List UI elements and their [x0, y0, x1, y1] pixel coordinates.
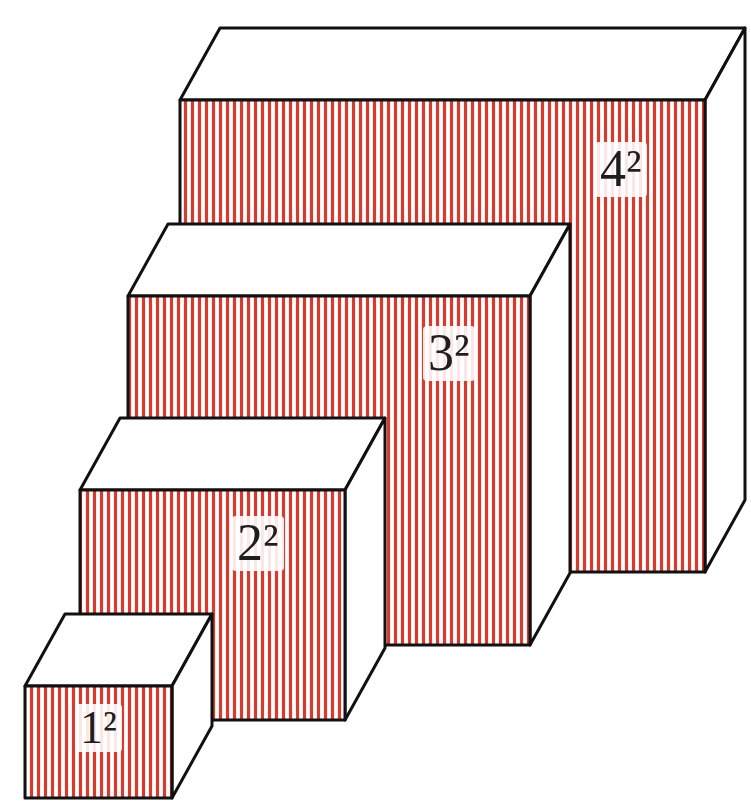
square-label: 3² [423, 326, 475, 381]
square-label: 2² [232, 516, 284, 571]
block-side [345, 418, 385, 720]
block-top [128, 224, 570, 296]
square-block: 1² [25, 686, 172, 798]
block-1 [25, 614, 212, 798]
square-block: 3² [128, 296, 530, 645]
block-front [25, 686, 172, 798]
block-side [530, 224, 570, 645]
block-top [80, 418, 385, 490]
square-block: 2² [80, 490, 345, 720]
square-label: 4² [595, 142, 647, 197]
block-top [180, 28, 745, 100]
block-side [705, 28, 745, 572]
square-label: 1² [75, 704, 122, 752]
block-side [172, 614, 212, 798]
